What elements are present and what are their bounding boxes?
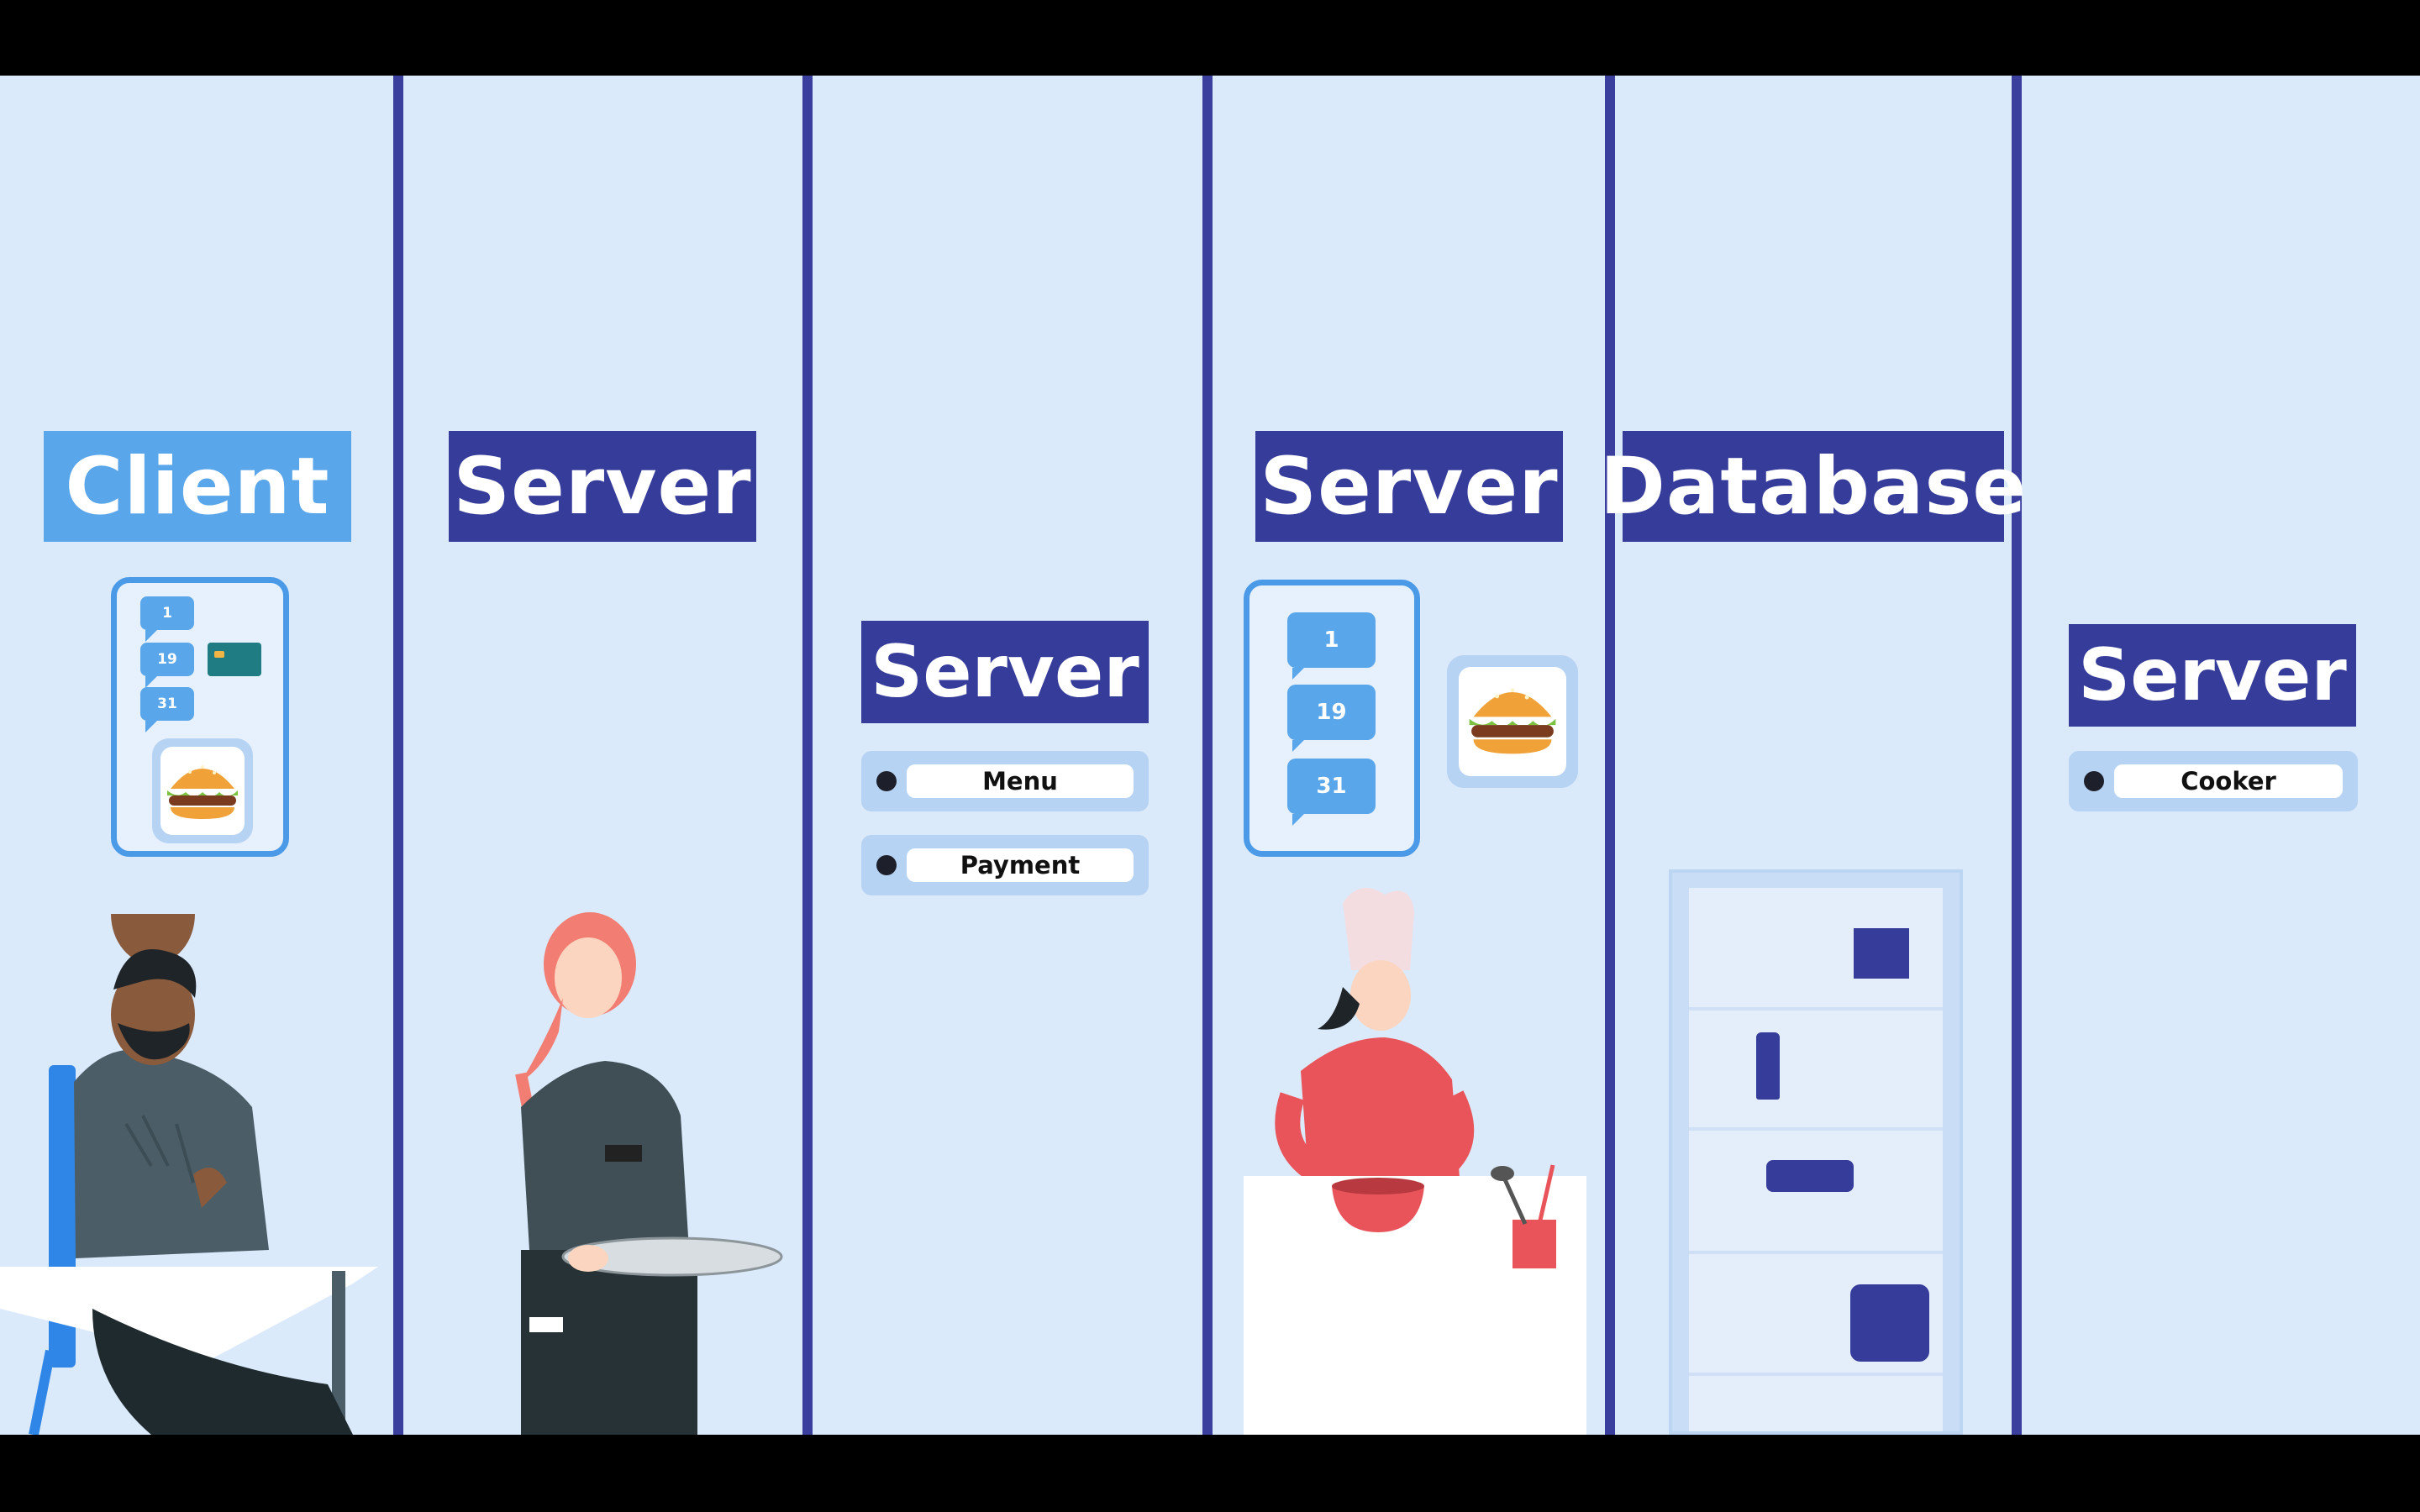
bullet-icon [876,771,897,791]
order-bubble: 31 [140,687,194,732]
database-label: Database [1600,431,2026,542]
order-bubble: 31 [1287,759,1376,826]
bullet-icon [2084,771,2104,791]
kitchen-counter [1244,1176,1586,1435]
client-label: Client [44,431,351,542]
burger-icon [167,765,238,819]
order-bubble: 19 [140,643,194,688]
column-divider [802,76,813,1435]
container-icon [1766,1160,1854,1192]
payment-label: Payment [907,848,1134,882]
server-label-kitchen: Server [1255,431,1563,542]
column-divider [1202,76,1213,1435]
server-label-services: Server [861,621,1149,723]
menu-label: Menu [907,764,1134,798]
stored-box-icon [1854,928,1909,979]
payment-item: Payment [861,835,1149,895]
database-fridge [1669,869,1963,1435]
bottle-icon [1756,1032,1780,1100]
utensil-cup-icon [1491,1164,1556,1268]
burger-card [152,738,253,843]
order-bubble: 1 [1287,612,1376,680]
client-person-illustration [0,914,378,1435]
server-label-waiter: Server [449,431,756,542]
order-bubble: 19 [1287,685,1376,752]
kitchen-phone: 1 19 31 [1244,580,1420,857]
stored-box-icon [1850,1284,1929,1362]
menu-item: Menu [861,751,1149,811]
cooker-item: Cooker [2069,751,2358,811]
chef-illustration [1275,888,1475,1189]
waiter-illustration [515,912,783,1435]
server-label-cooker: Server [2069,624,2356,727]
client-phone: 1 19 31 [111,577,289,857]
column-divider [1605,76,1615,1435]
diagram-stage: Client Server Server Database Server Men… [0,76,2420,1435]
column-divider [2012,76,2022,1435]
bullet-icon [876,855,897,875]
order-bubble: 1 [140,596,194,642]
credit-card-icon [208,643,261,676]
mixing-bowl-icon [1332,1178,1424,1232]
cooker-label: Cooker [2114,764,2343,798]
column-divider [393,76,403,1435]
burger-card [1447,655,1578,788]
burger-icon [1469,688,1556,754]
